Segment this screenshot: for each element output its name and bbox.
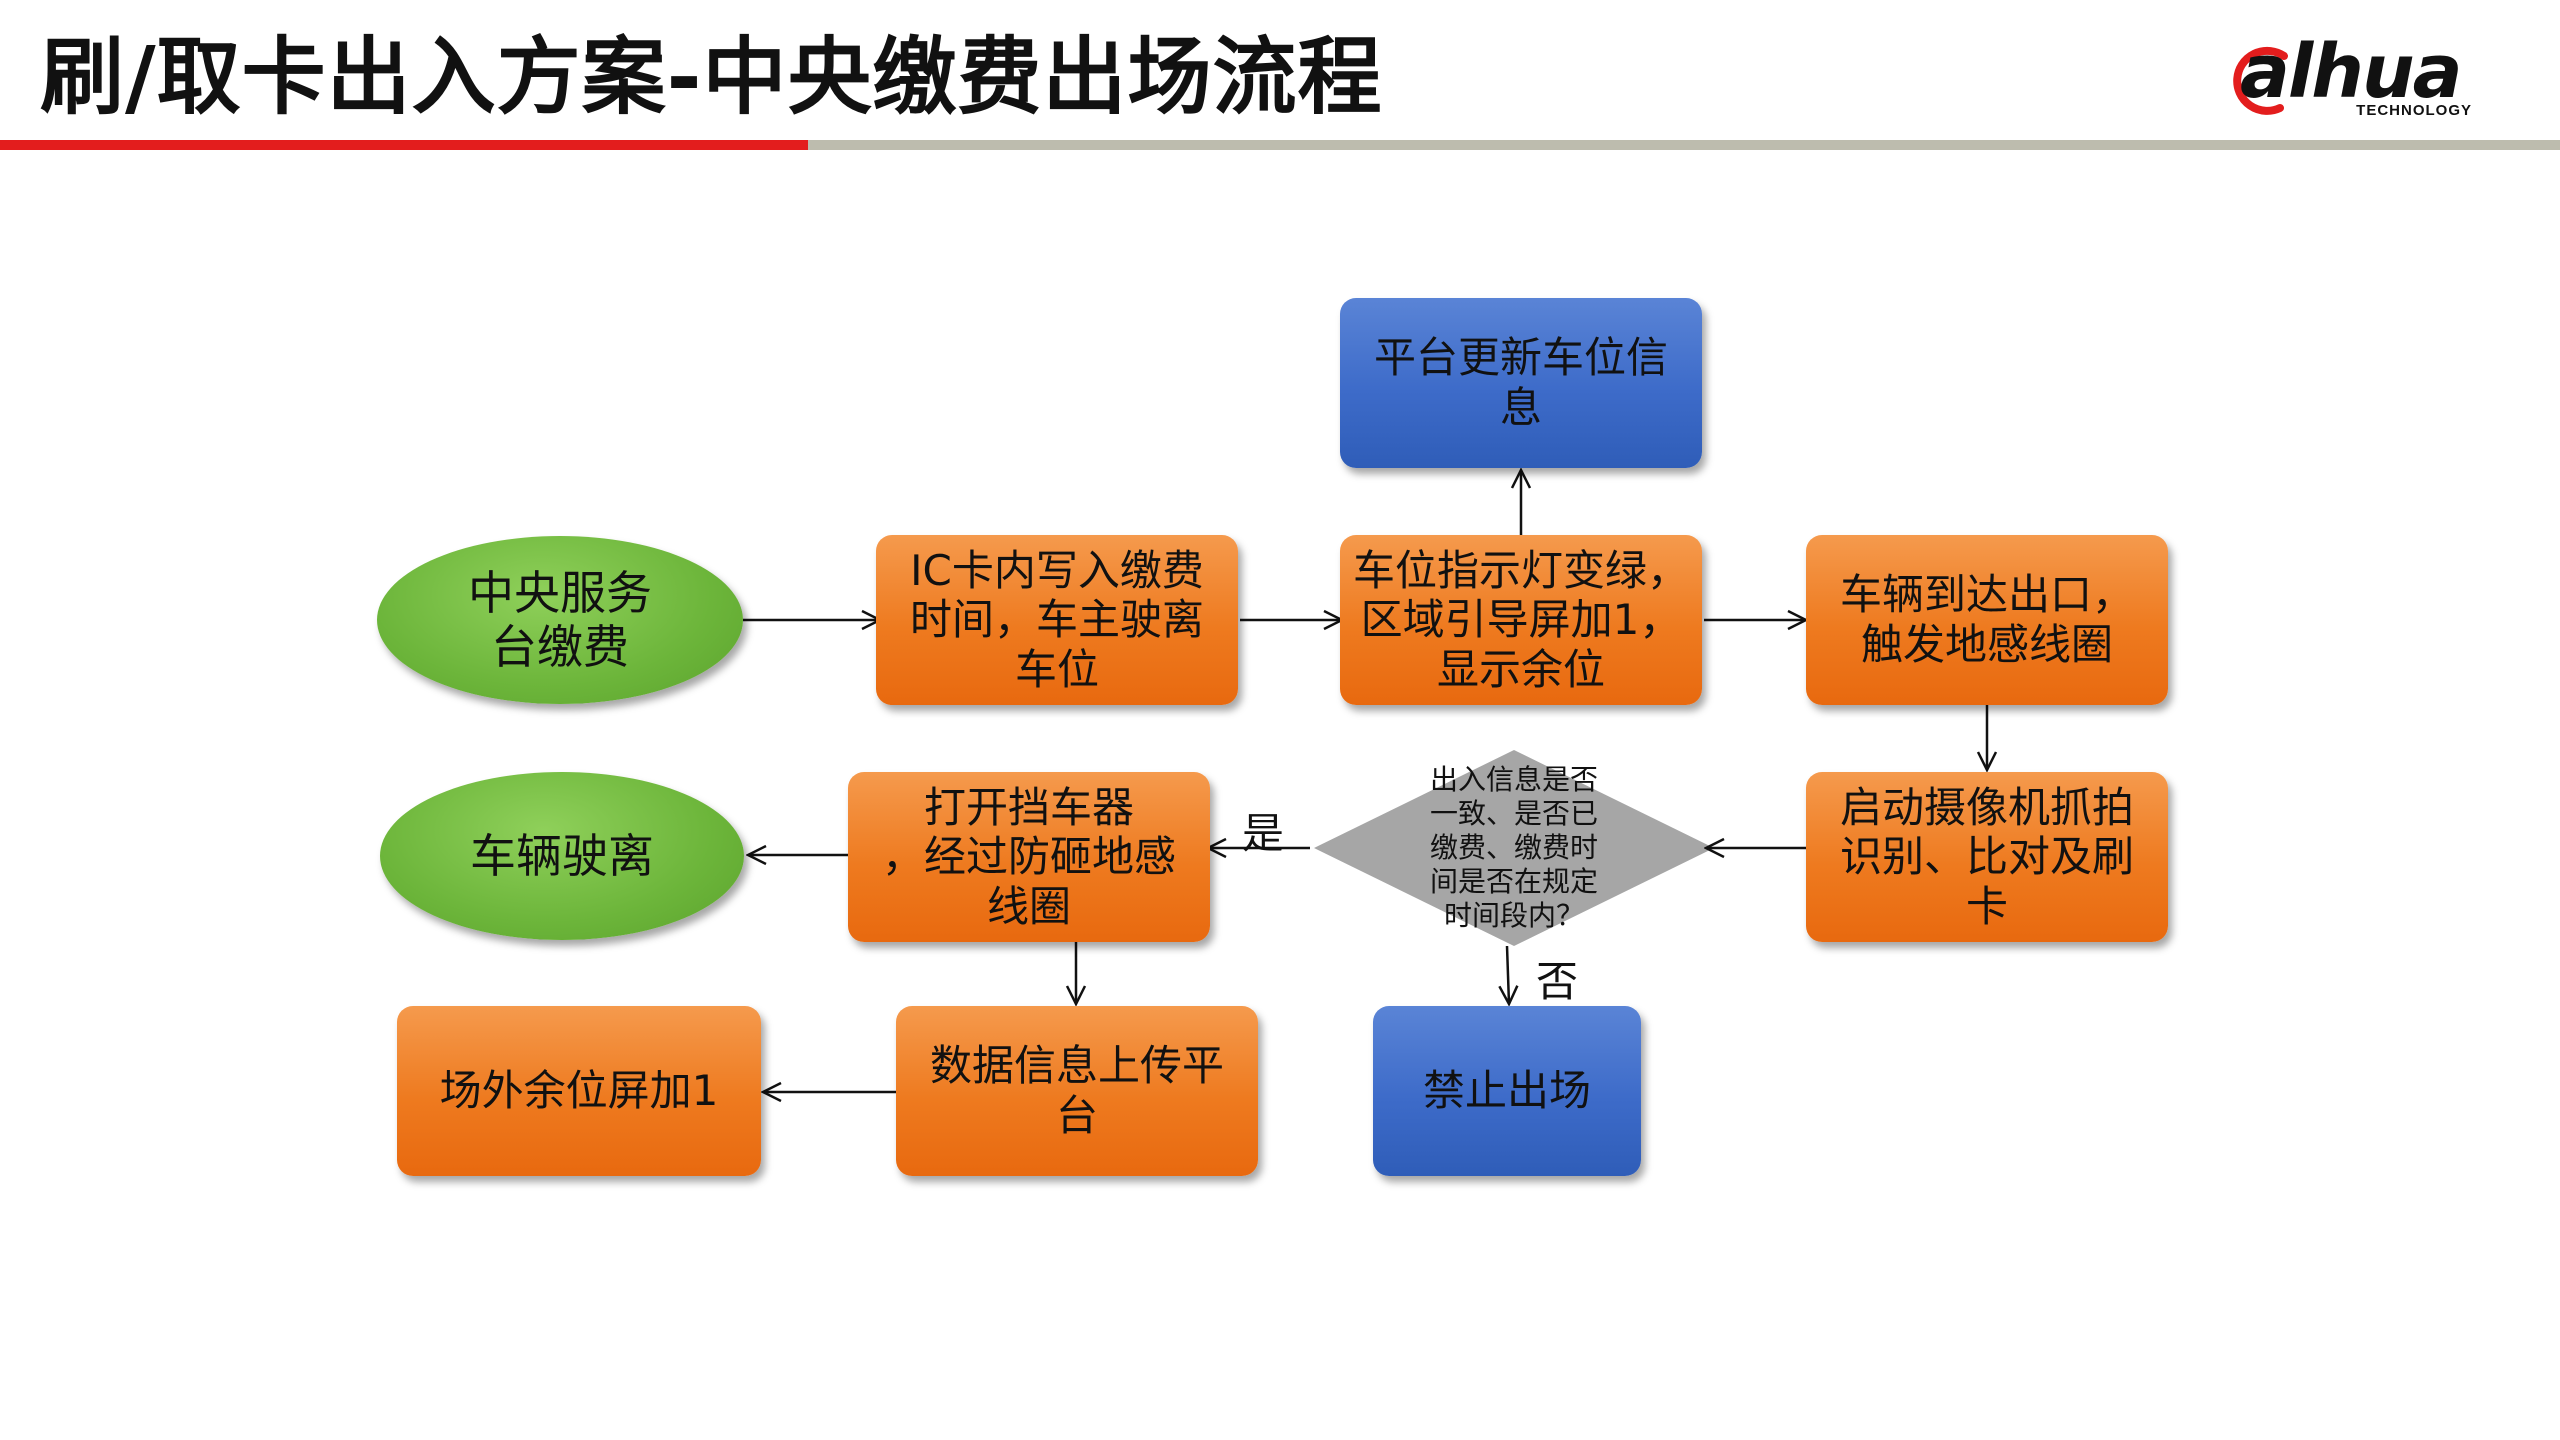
node-forbid: 禁止出场 — [1373, 1006, 1641, 1176]
node-ic-write-label: IC卡内写入缴费 时间，车主驶离 车位 — [909, 545, 1204, 694]
node-spot-green-label: 车位指示灯变绿， 区域引导屏加1， 显示余位 — [1352, 545, 1689, 694]
node-upload-label: 数据信息上传平 台 — [929, 1041, 1224, 1140]
logo-wordmark: alhua — [2240, 29, 2463, 115]
node-camera-label: 启动摄像机抓拍 识别、比对及刷 卡 — [1839, 782, 2134, 931]
node-decision: 出入信息是否 一致、是否已 缴费、缴费时 间是否在规定 时间段内？ — [1384, 752, 1644, 944]
label-yes: 是 — [1242, 809, 1285, 858]
node-forbid-label: 禁止出场 — [1422, 1066, 1591, 1116]
node-leave-label: 车辆驶离 — [470, 828, 654, 883]
arrow-decision-to-forbid — [1507, 945, 1509, 1004]
node-central-pay-label: 中央服务 台缴费 — [468, 565, 652, 674]
decision-diamond-shape — [1314, 750, 1714, 946]
title-underline-gray — [808, 140, 2560, 150]
node-outer-screen: 场外余位屏加1 — [397, 1006, 761, 1176]
title-underline-red — [0, 140, 808, 150]
node-camera: 启动摄像机抓拍 识别、比对及刷 卡 — [1806, 772, 2168, 942]
node-arrive-exit-label: 车辆到达出口， 触发地感线圈 — [1839, 570, 2134, 669]
node-open-gate: 打开挡车器 ，经过防砸地感 线圈 — [848, 772, 1210, 942]
node-outer-screen-label: 场外余位屏加1 — [439, 1066, 719, 1116]
label-no: 否 — [1536, 957, 1579, 1006]
node-ic-write: IC卡内写入缴费 时间，车主驶离 车位 — [876, 535, 1238, 705]
node-central-pay: 中央服务 台缴费 — [377, 536, 743, 704]
node-platform-update: 平台更新车位信 息 — [1340, 298, 1702, 468]
dahua-logo: alhua TECHNOLOGY — [2233, 29, 2536, 122]
node-upload: 数据信息上传平 台 — [896, 1006, 1258, 1176]
logo-subtext: TECHNOLOGY — [2356, 102, 2472, 119]
page-title: 刷/取卡出入方案-中央缴费出场流程 — [40, 28, 1383, 126]
node-arrive-exit: 车辆到达出口， 触发地感线圈 — [1806, 535, 2168, 705]
node-platform-update-label: 平台更新车位信 息 — [1373, 333, 1668, 432]
node-spot-green: 车位指示灯变绿， 区域引导屏加1， 显示余位 — [1340, 535, 1702, 705]
node-leave: 车辆驶离 — [380, 772, 744, 940]
node-open-gate-label: 打开挡车器 ，经过防砸地感 线圈 — [881, 782, 1176, 931]
node-decision-label: 出入信息是否 一致、是否已 缴费、缴费时 间是否在规定 时间段内？ — [1429, 762, 1598, 933]
logo-swoosh-icon — [2233, 46, 2288, 115]
